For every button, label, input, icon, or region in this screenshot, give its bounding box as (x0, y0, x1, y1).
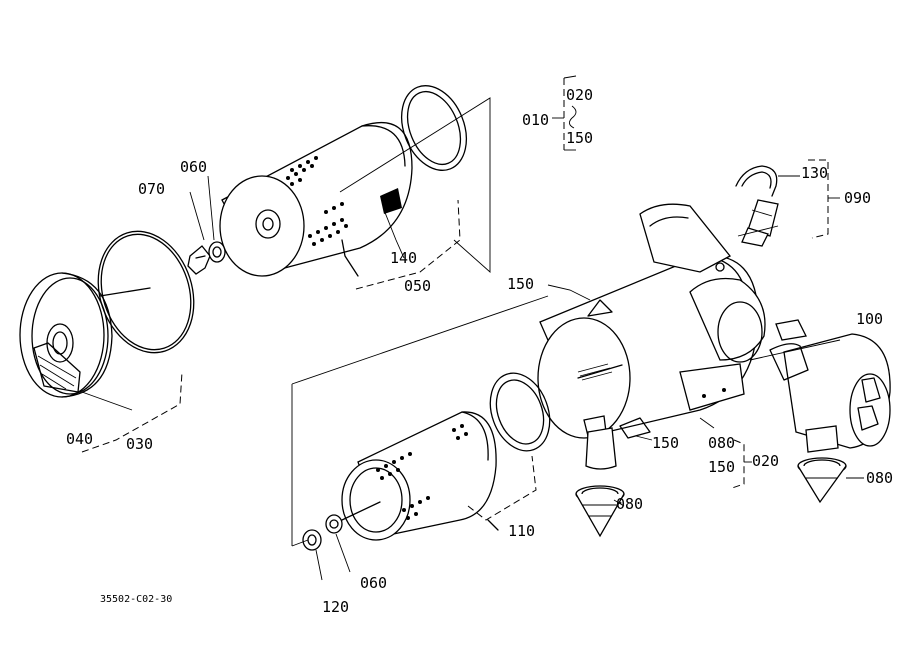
vacuator-valve-mid (575, 485, 625, 538)
o-ring-gasket-030 (97, 230, 195, 354)
wing-nut-part (187, 245, 211, 275)
callout-030: 030 (126, 435, 154, 453)
pre-cleaner-housing (537, 203, 766, 470)
callout-150-low: 150 (708, 458, 736, 476)
main-filter-element (219, 121, 413, 277)
callout-080-mid: 080 (708, 434, 736, 452)
callout-020-right: 020 (752, 452, 780, 470)
callout-080-right: 080 (866, 469, 894, 487)
callout-080-low: 080 (616, 495, 644, 513)
callout-110: 110 (508, 522, 536, 540)
diagram-reference-code: 35502-C02-30 (100, 594, 173, 605)
callout-020-top: 020 (566, 86, 594, 104)
vacuator-valve-right (797, 457, 847, 504)
lower-nut-part (302, 529, 322, 551)
callout-140: 140 (390, 249, 418, 267)
o-ring-gasket-lower (489, 372, 551, 452)
callout-130: 130 (801, 164, 829, 182)
washer-part-low (325, 514, 343, 534)
callout-090: 090 (844, 189, 872, 207)
perforation-pattern-lower (376, 424, 468, 520)
callout-150-top: 150 (566, 129, 594, 147)
callout-060-top: 060 (180, 158, 208, 176)
callout-040: 040 (66, 430, 94, 448)
callout-070: 070 (138, 180, 166, 198)
washer-part-top (208, 241, 226, 263)
safety-filter-element (341, 411, 497, 541)
callout-120: 120 (322, 598, 350, 616)
dust-indicator-part (735, 165, 779, 247)
callout-100: 100 (856, 310, 884, 328)
secondary-housing-part (769, 319, 891, 453)
perforation-pattern (286, 156, 348, 246)
callout-150-left: 150 (507, 275, 535, 293)
callout-010: 010 (522, 111, 550, 129)
callout-150-mid: 150 (652, 434, 680, 452)
cover-cap-part (19, 272, 151, 398)
callout-060-low: 060 (360, 574, 388, 592)
callout-050: 050 (404, 277, 432, 295)
